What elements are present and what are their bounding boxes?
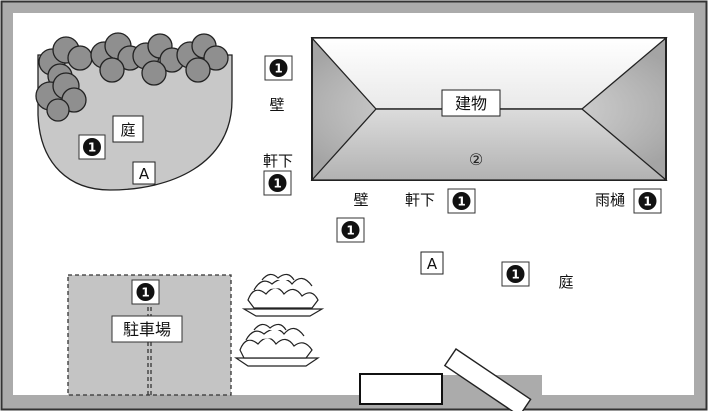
marker-eaves-bottom: 1 [447,188,476,214]
eaves-bottom-label: 軒下 [405,191,435,209]
building-label-box [441,89,501,117]
wall-top-label: 壁 [269,96,284,114]
area-a-left-label: A [139,165,150,183]
marker-wall-top: 1 [264,55,293,81]
shrub-cluster-icon [35,32,229,122]
area-a-center-box [420,251,444,275]
garden-right-label: 庭 [558,273,573,291]
area-a-center-label: A [427,255,438,273]
numbered-marker-icon: 1 [274,62,282,76]
flower-bed-icon [234,273,325,367]
numbered-marker-icon: 1 [141,286,149,300]
marker-wall-bottom: 1 [336,217,365,243]
garden-left-label-box [112,115,144,143]
building: 建物 ② [310,37,668,181]
markers: 1 1 1 1 1 1 1 [78,55,662,305]
marker-parking: 1 [131,279,160,305]
marker-garden: 1 [78,134,106,160]
parking-label: 駐車場 [123,320,171,339]
wall-bottom-label: 壁 [353,191,368,209]
area-a-left-box [132,161,156,185]
numbered-marker-icon: 1 [346,224,354,238]
numbered-marker-icon: 1 [643,195,651,209]
gate [359,373,443,405]
numbered-marker-icon: 1 [457,195,465,209]
parking-label-box [111,315,183,343]
eaves-left-label: 軒下 [263,152,293,170]
garden-left-label: 庭 [120,121,135,139]
marker-eaves-left: 1 [263,170,292,196]
building-number: ② [469,150,483,169]
marker-garden-right: 1 [501,261,530,287]
building-label: 建物 [455,94,487,113]
numbered-marker-icon: 1 [273,177,281,191]
numbered-marker-icon: 1 [88,141,96,155]
tilted-panel [443,348,532,411]
gutter-label: 雨樋 [595,191,625,209]
marker-gutter: 1 [633,188,662,214]
numbered-marker-icon: 1 [511,268,519,282]
